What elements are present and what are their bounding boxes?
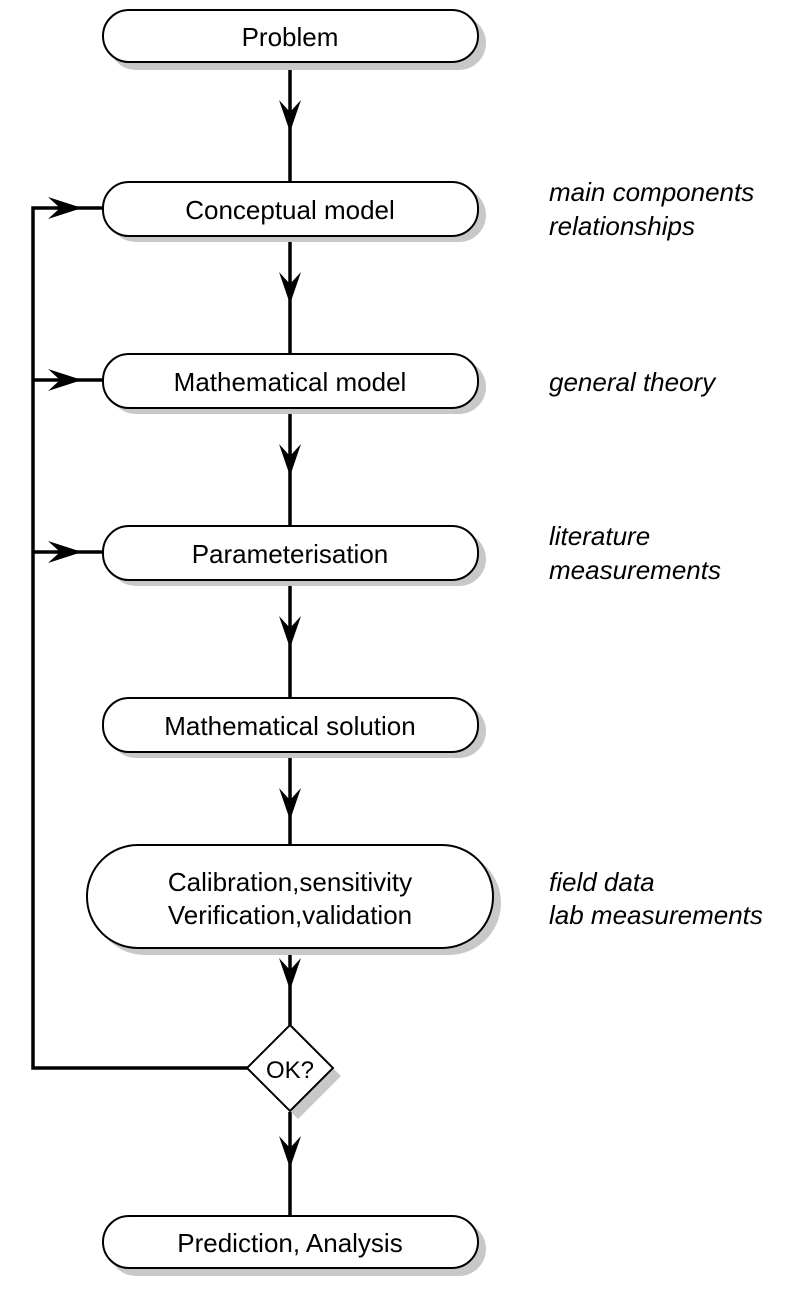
node-box [102, 353, 479, 409]
arrowhead-down [279, 272, 301, 304]
annotation-calibration-line2: lab measurements [549, 900, 763, 930]
arrowhead-down [279, 1136, 301, 1168]
node-box [102, 525, 479, 581]
annotation-calibration-line1: field data [549, 867, 655, 897]
node-label: Mathematical model [174, 367, 407, 397]
arrowhead-down [279, 788, 301, 820]
node-problem: Problem [102, 9, 486, 70]
main-flow-arrowheads [279, 100, 301, 1168]
node-label: OK? [266, 1057, 314, 1084]
node-box [102, 1215, 479, 1269]
arrowhead-down [279, 444, 301, 476]
arrowhead-down [279, 100, 301, 132]
arrowhead-down [279, 616, 301, 648]
decision-diamond [245, 1023, 335, 1113]
node-box [102, 181, 479, 237]
arrowhead-right [48, 369, 82, 391]
node-box [102, 697, 479, 753]
node-box [102, 9, 479, 63]
node-label-line2: Verification,validation [168, 900, 412, 930]
arrowhead-right [48, 541, 82, 563]
feedback-loop [31, 197, 250, 1070]
node-calibration-verification: Calibration,sensitivity Verification,val… [86, 844, 501, 955]
annotation-mathematical: general theory [549, 367, 717, 397]
node-label: Parameterisation [192, 539, 389, 569]
node-mathematical-solution: Mathematical solution [102, 697, 486, 758]
node-box [86, 844, 494, 949]
annotation-parameterisation-line1: literature [549, 521, 650, 551]
node-prediction-analysis: Prediction, Analysis [102, 1215, 486, 1276]
node-conceptual-model: Conceptual model [102, 181, 486, 242]
annotations: main components relationships general th… [549, 177, 763, 930]
annotation-conceptual-line2: relationships [549, 211, 695, 241]
node-mathematical-model: Mathematical model [102, 353, 486, 414]
node-label: Conceptual model [185, 195, 395, 225]
annotation-conceptual-line1: main components [549, 177, 754, 207]
arrowhead-down [279, 958, 301, 990]
annotation-parameterisation-line2: measurements [549, 555, 721, 585]
arrowhead-right [48, 197, 82, 219]
node-label: Mathematical solution [164, 711, 415, 741]
node-parameterisation: Parameterisation [102, 525, 486, 586]
node-label: Prediction, Analysis [177, 1228, 402, 1258]
node-decision: OK? [245, 1023, 341, 1119]
node-label-line1: Calibration,sensitivity [168, 867, 412, 897]
node-label: Problem [242, 22, 339, 52]
